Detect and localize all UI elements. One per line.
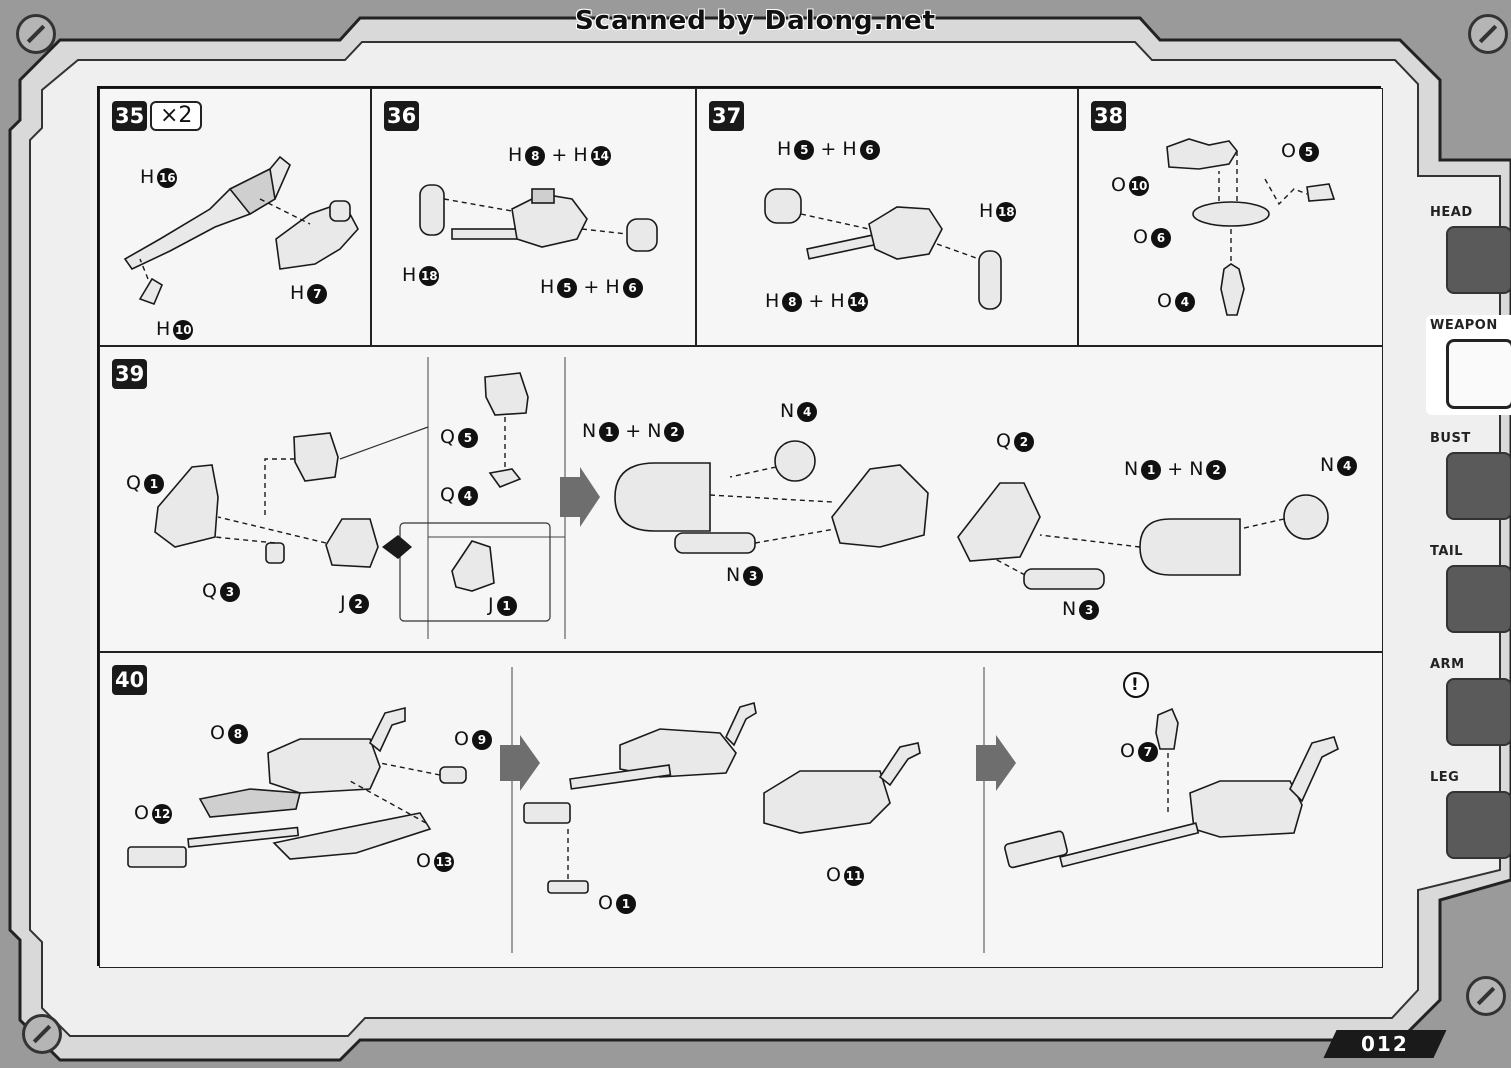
section-tab-tail[interactable]: TAIL <box>1426 541 1511 641</box>
section-tab-label: BUST <box>1430 431 1471 446</box>
step-39-illustration <box>154 357 1329 639</box>
step-40: 40 <box>99 652 1383 968</box>
bust-thumbnail-icon <box>1446 452 1511 520</box>
leg-thumbnail-icon <box>1446 791 1511 859</box>
step-38-illustration <box>1166 138 1336 316</box>
section-tab-leg[interactable]: LEG <box>1426 767 1511 867</box>
step-36-illustration <box>419 184 658 252</box>
step-number: 35 <box>112 101 148 131</box>
step-multiplier: ×2 <box>150 101 203 131</box>
step-number: 36 <box>384 101 420 131</box>
arm-thumbnail-icon <box>1446 678 1511 746</box>
corner-bolt-top-left <box>16 14 56 54</box>
section-tab-bust[interactable]: BUST <box>1426 428 1511 528</box>
scan-watermark: Scanned by Dalong.net <box>574 6 937 36</box>
step-number: 38 <box>1091 101 1127 131</box>
corner-bolt-bottom-left <box>22 1014 62 1054</box>
section-tab-label: LEG <box>1430 770 1460 785</box>
step-number: 40 <box>112 665 148 695</box>
section-tab-arm[interactable]: ARM <box>1426 654 1511 754</box>
corner-bolt-bottom-right <box>1466 976 1506 1016</box>
head-thumbnail-icon <box>1446 226 1511 294</box>
page-number: 012 <box>1323 1030 1447 1058</box>
caution-mark: ! <box>1131 675 1139 695</box>
step-37-illustration <box>764 188 1002 310</box>
tail-thumbnail-icon <box>1446 565 1511 633</box>
step-40-illustration <box>127 667 1339 953</box>
section-tab-label: ARM <box>1430 657 1465 672</box>
section-tab-label: WEAPON <box>1430 318 1498 333</box>
section-tab-label: HEAD <box>1430 205 1473 220</box>
section-tab-head[interactable]: HEAD <box>1426 202 1511 302</box>
corner-bolt-top-right <box>1468 14 1508 54</box>
step-number: 39 <box>112 359 148 389</box>
section-tab-label: TAIL <box>1430 544 1464 559</box>
step-number: 37 <box>709 101 745 131</box>
section-tab-weapon[interactable]: WEAPON <box>1426 315 1511 415</box>
weapon-thumbnail-icon <box>1446 339 1511 409</box>
step-35-illustration <box>123 155 359 306</box>
step-39: 39 <box>99 346 1383 652</box>
